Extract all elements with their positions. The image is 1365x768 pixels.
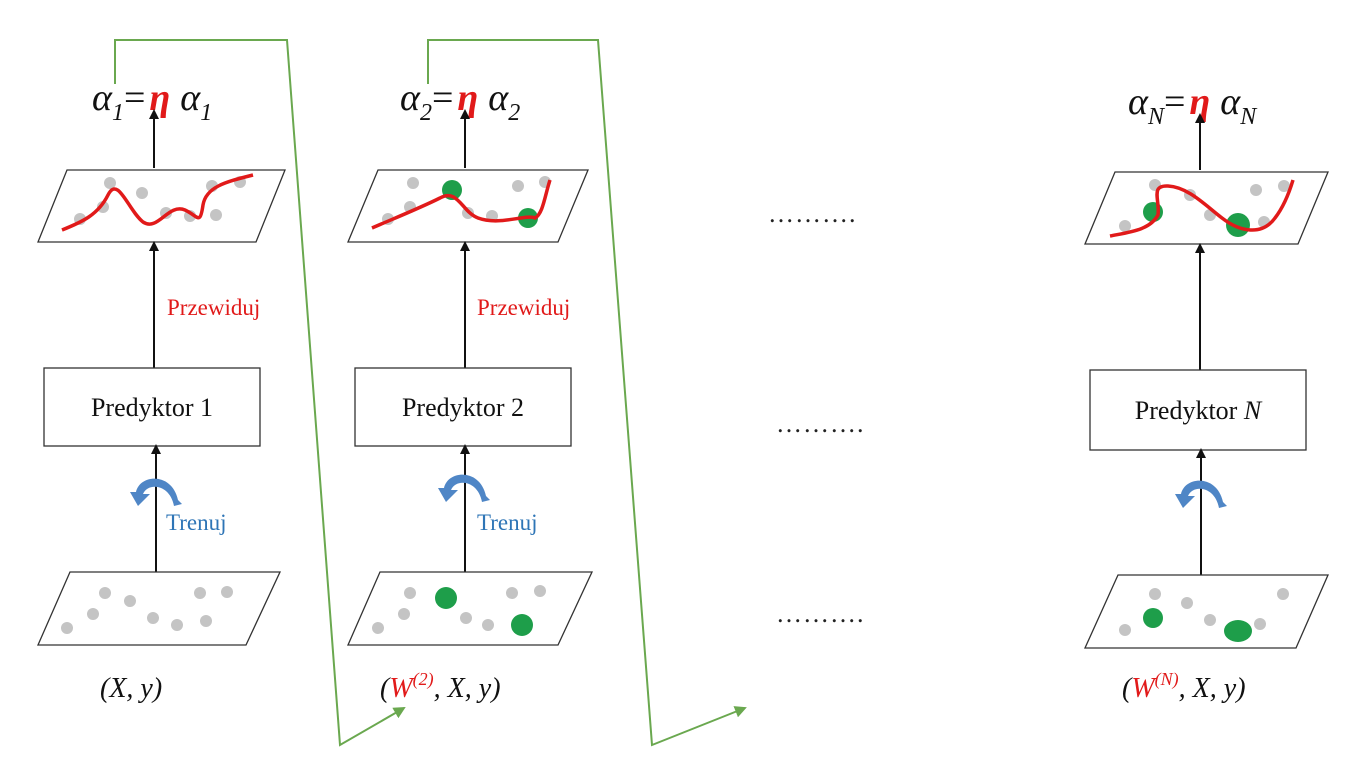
weighted-data-points-n [1143,608,1252,642]
prediction-plane-2 [347,169,589,243]
ellipsis-middle: ………. [776,409,865,438]
data-label-2: (W(2), X, y) [380,669,501,704]
weight-flow-line-2 [427,39,747,747]
ellipsis-bottom: ………. [776,599,865,628]
predict-label-2: Przewiduj [477,295,570,320]
predictor-label-n: Predyktor N [1135,396,1263,425]
predict-label-1: Przewiduj [167,295,260,320]
predictor-label-2: Predyktor 2 [402,393,524,422]
prediction-curve-n [1109,179,1295,238]
train-cycle-icon-2 [438,474,490,502]
prediction-curve-2 [371,179,552,230]
weighted-data-points-2 [435,587,533,636]
prediction-plane-1 [37,169,286,243]
data-label-n: (W(N), X, y) [1122,669,1246,704]
data-plane-1 [37,571,282,646]
train-label-1: Trenuj [166,510,227,535]
data-points-1 [61,586,233,634]
ellipsis-top: ………. [768,199,857,228]
train-cycle-icon-n [1175,480,1227,508]
data-plane-2 [347,571,594,646]
data-label-1: (X, y) [100,673,162,704]
prediction-points-n [1119,179,1290,232]
predictor-box-n [1089,369,1307,451]
prediction-curve-1 [61,173,254,232]
weight-flow-line-1 [114,39,406,747]
data-points-2 [372,585,546,634]
predictor-box-1 [43,367,261,447]
predictor-label-1: Predyktor 1 [91,393,213,422]
data-plane-n [1083,574,1329,649]
data-points-n [1119,588,1289,636]
train-cycle-icon-1 [130,478,182,506]
predictor-box-2 [354,367,572,447]
train-label-2: Trenuj [477,510,538,535]
